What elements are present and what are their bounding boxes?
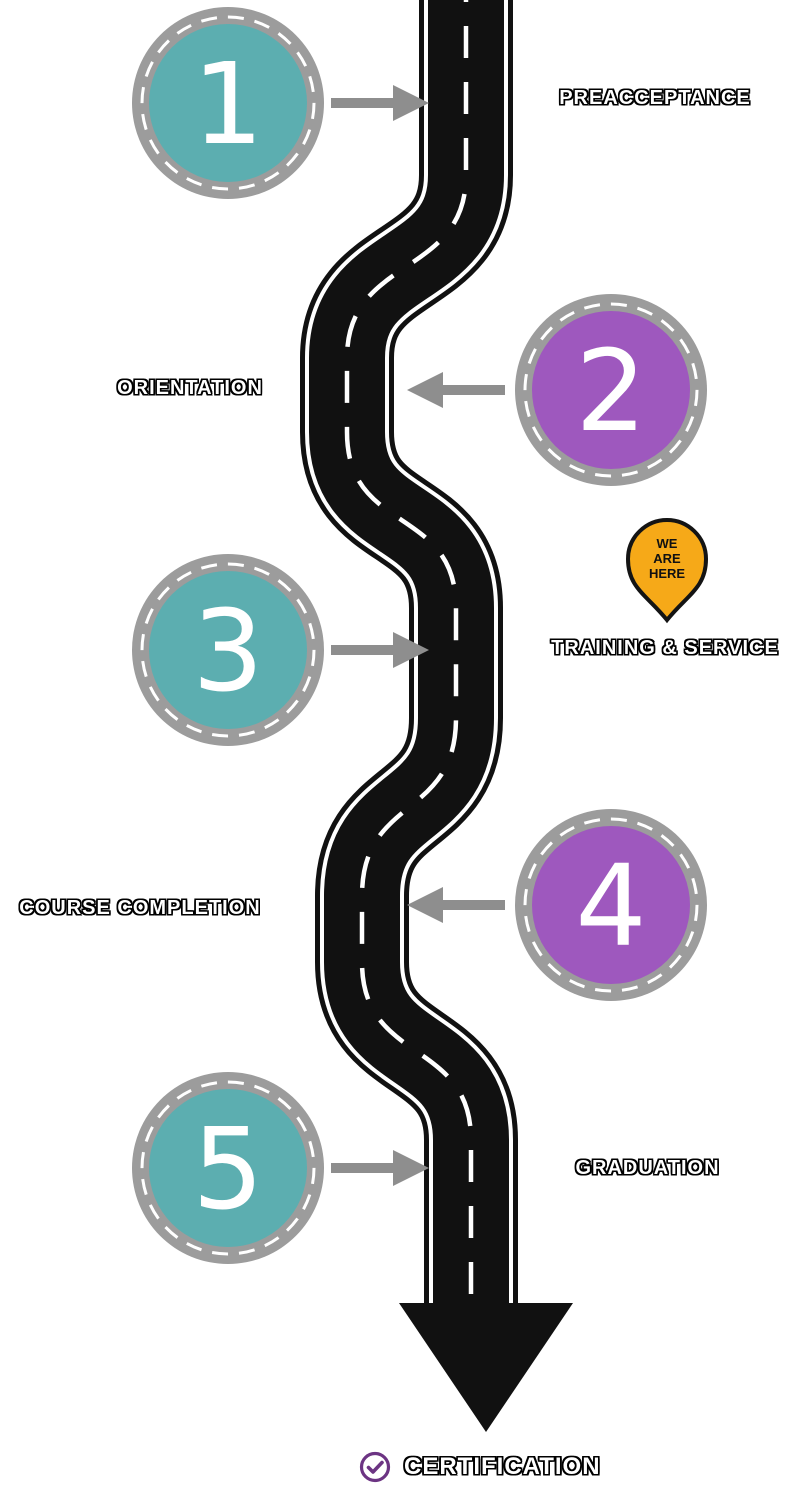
pin-line-1: WE [657, 536, 678, 551]
step-number-2: 2 [575, 327, 646, 457]
arrow-left-icon-step2 [407, 372, 505, 408]
pin-line-2: ARE [653, 551, 681, 566]
step-number-4: 4 [575, 842, 646, 972]
road-path [300, 0, 573, 1432]
step-circle-2: 2 [515, 294, 707, 486]
arrow-right-icon-step5 [331, 1150, 429, 1186]
step-circle-3: 3 [132, 554, 324, 746]
step-circle-1: 1 [132, 7, 324, 199]
arrow-right-icon-step3 [331, 632, 429, 668]
road-end-arrowhead [399, 1303, 573, 1432]
step-number-5: 5 [192, 1105, 263, 1235]
step-number-1: 1 [192, 40, 263, 170]
arrow-right-icon-step1 [331, 85, 429, 121]
step-label-course-completion: COURSE COMPLETION [19, 897, 261, 919]
check-circle-icon [359, 1451, 391, 1483]
certification-label: CERTIFICATION [404, 1453, 601, 1480]
pin-line-3: HERE [649, 566, 685, 581]
step-label-graduation: GRADUATION [575, 1157, 720, 1179]
step-label-orientation: ORIENTATION [117, 377, 263, 399]
arrow-left-icon-step4 [407, 887, 505, 923]
certification-footer: CERTIFICATION [358, 1450, 601, 1484]
step-label-preacceptance: PREACCEPTANCE [559, 87, 751, 109]
step-label-training-service: TRAINING & SERVICE [551, 637, 779, 659]
step-circle-4: 4 [515, 809, 707, 1001]
step-number-3: 3 [192, 587, 263, 717]
we-are-here-pin: WE ARE HERE [625, 517, 709, 624]
step-circle-5: 5 [132, 1072, 324, 1264]
